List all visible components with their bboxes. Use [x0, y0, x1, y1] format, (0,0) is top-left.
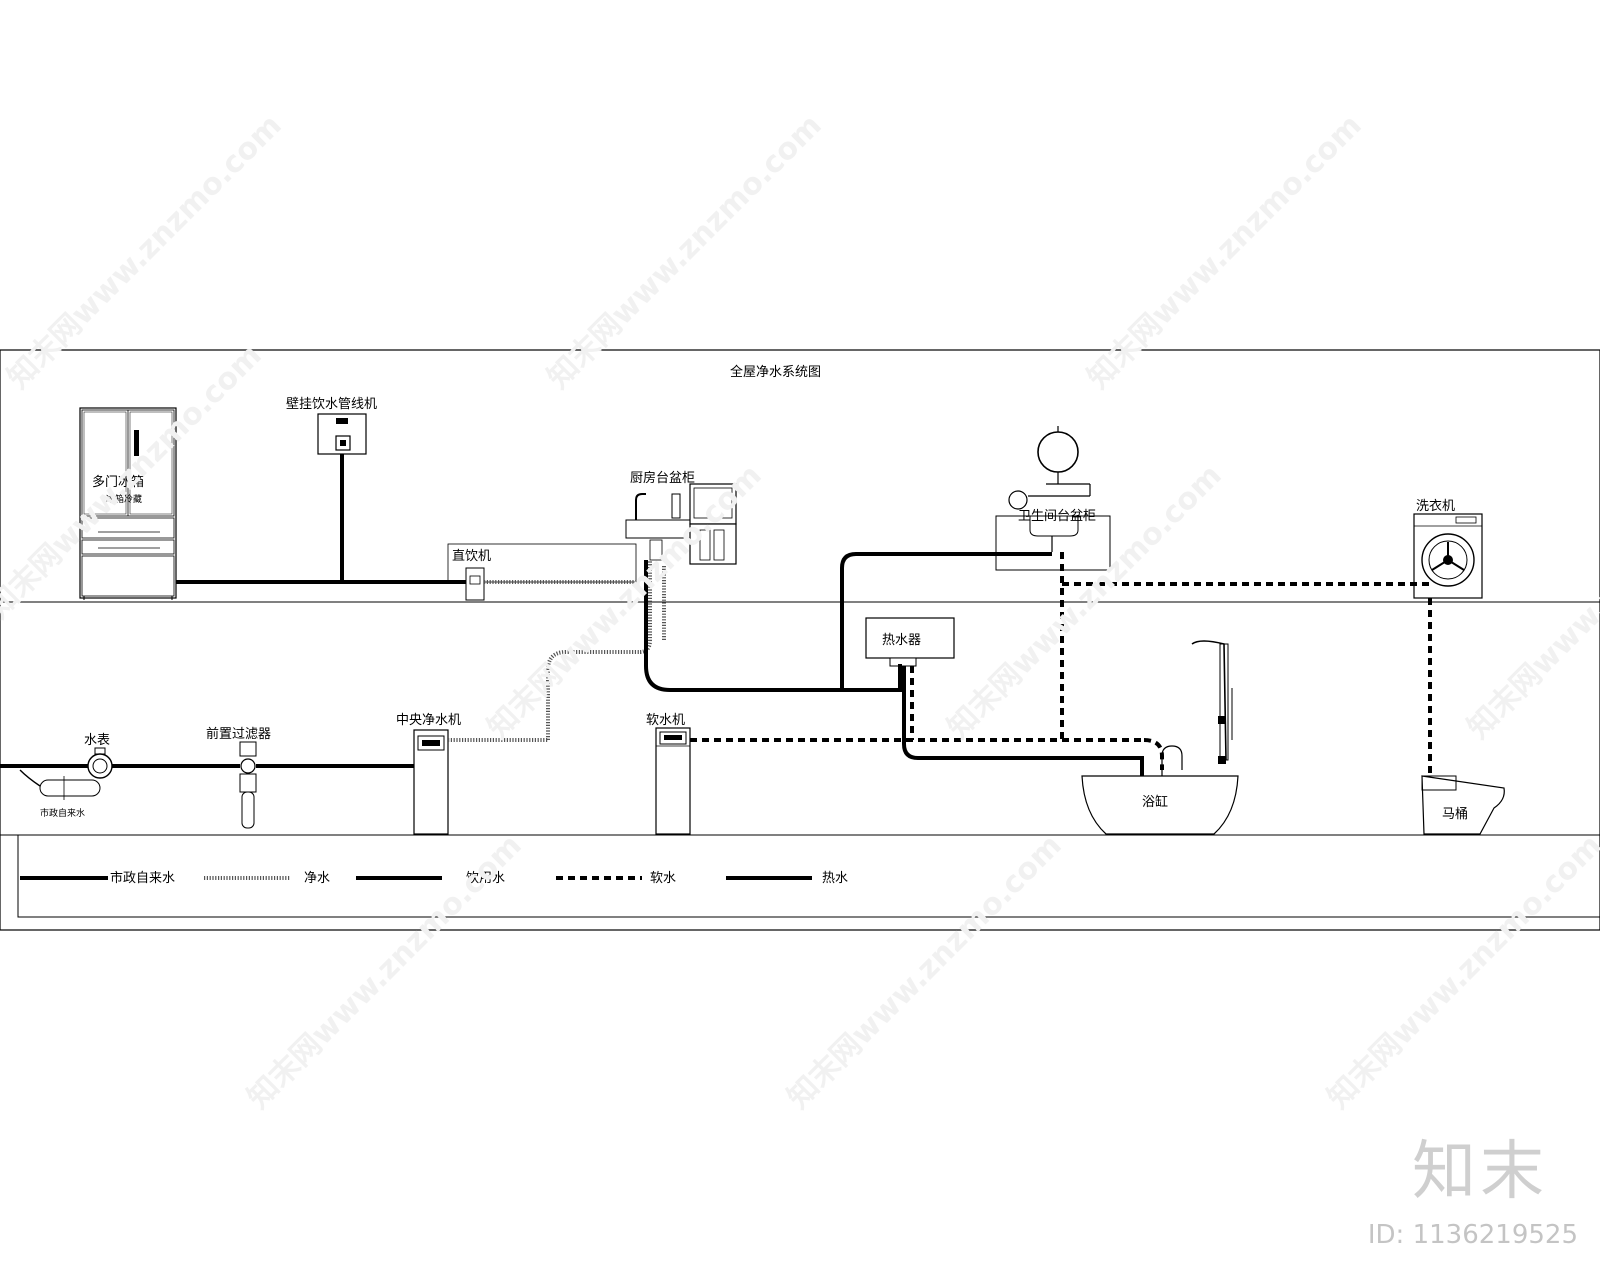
municipal-inlet-label: 市政自来水: [40, 807, 85, 819]
central-purifier-icon: [413, 729, 449, 835]
fridge-label: 多门冰箱: [92, 474, 144, 490]
mirror-icon: [1008, 426, 1091, 510]
wall-dispenser-label: 壁挂饮水管线机: [286, 397, 377, 412]
direct-drink-label: 直饮机: [452, 549, 491, 564]
watermark-text: 知末网www.znzmo.com: [1081, 108, 1369, 396]
water-heater-icon: [865, 617, 955, 667]
legend: 市政自来水 净水 饮用水 软水 热水: [20, 870, 848, 886]
watermark-layer: 知末网www.znzmo.com 知末网www.znzmo.com 知末网www…: [0, 108, 1600, 1116]
diagram-title: 全屋净水系统图: [730, 364, 821, 380]
water-meter-label: 水表: [84, 733, 110, 748]
prefilter-icon: [239, 741, 257, 829]
direct-drink-box: [447, 543, 637, 583]
fridge-sublabel: 冰箱冷藏: [106, 493, 142, 505]
legend-label-hot: 热水: [822, 871, 848, 886]
bathroom-cabinet-label: 卫生间台盆柜: [1018, 509, 1096, 524]
diagram-frame: [0, 349, 1600, 931]
central-purifier-label: 中央净水机: [396, 713, 461, 728]
watermark-text: 知末网www.znzmo.com: [241, 828, 529, 1116]
softener-label: 软水机: [646, 713, 685, 728]
pipe-hot: [644, 552, 1144, 776]
pipe-purified: [448, 560, 666, 742]
softener-icon: [655, 727, 691, 835]
pipe-drinking: [176, 454, 466, 584]
bathtub-label: 浴缸: [1142, 794, 1168, 810]
pipe-soft: [690, 552, 1432, 776]
watermark-text: 知末网www.znzmo.com: [541, 108, 829, 396]
legend-label-purified: 净水: [304, 871, 330, 886]
wall-dispenser-icon: [317, 413, 367, 455]
bathroom-cabinet-icon: [995, 515, 1111, 571]
fridge-icon: [79, 407, 177, 600]
brand-logo: 知末: [1412, 1135, 1548, 1209]
direct-drink-icon: [465, 567, 485, 601]
toilet-label: 马桶: [1442, 807, 1468, 822]
water-meter-icon: [19, 747, 113, 800]
legend-label-municipal: 市政自来水: [110, 870, 175, 886]
legend-label-drinking: 饮用水: [466, 871, 505, 886]
kitchen-cabinet-label: 厨房台盆柜: [630, 470, 695, 486]
prefilter-label: 前置过滤器: [206, 726, 271, 742]
bathtub-icon: [1081, 640, 1239, 835]
kitchen-sink-icon: [625, 483, 737, 565]
watermark-text: 知末网www.znzmo.com: [1321, 828, 1600, 1116]
water-heater-label: 热水器: [882, 633, 921, 648]
legend-box: [17, 834, 1600, 918]
toilet-icon: [1421, 775, 1505, 835]
washer-label: 洗衣机: [1416, 498, 1455, 514]
legend-label-soft: 软水: [650, 871, 676, 886]
image-id: ID: 1136219525: [1367, 1220, 1578, 1250]
washer-icon: [1413, 513, 1483, 599]
